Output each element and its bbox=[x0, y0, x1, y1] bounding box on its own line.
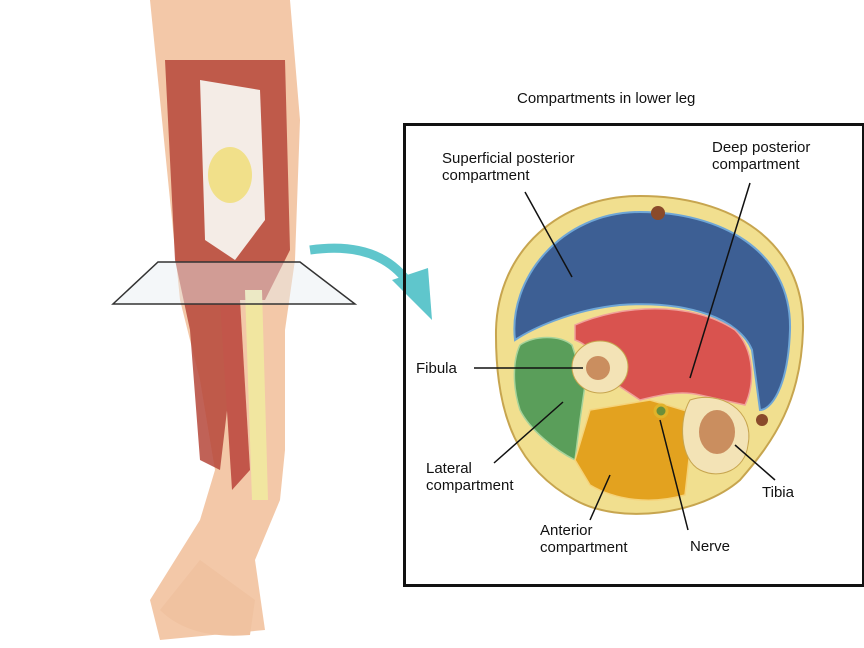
leg-illustration bbox=[150, 0, 300, 640]
leader-lines bbox=[474, 182, 776, 531]
section-plane bbox=[111, 261, 358, 305]
label-anterior: Anterior compartment bbox=[540, 522, 628, 556]
cross-section-frame bbox=[403, 123, 864, 587]
label-superficial-posterior: Superficial posterior compartment bbox=[442, 150, 575, 184]
label-nerve: Nerve bbox=[690, 538, 731, 555]
diagram-title: Compartments in lower leg bbox=[517, 90, 696, 107]
superficial-posterior-compartment bbox=[513, 210, 792, 412]
label-fibula: Fibula bbox=[416, 360, 457, 377]
label-tibia: Tibia bbox=[762, 484, 794, 501]
nerve-vessel bbox=[653, 403, 669, 419]
label-lateral: Lateral compartment bbox=[426, 460, 514, 494]
label-deep-posterior: Deep posterior compartment bbox=[712, 139, 811, 173]
